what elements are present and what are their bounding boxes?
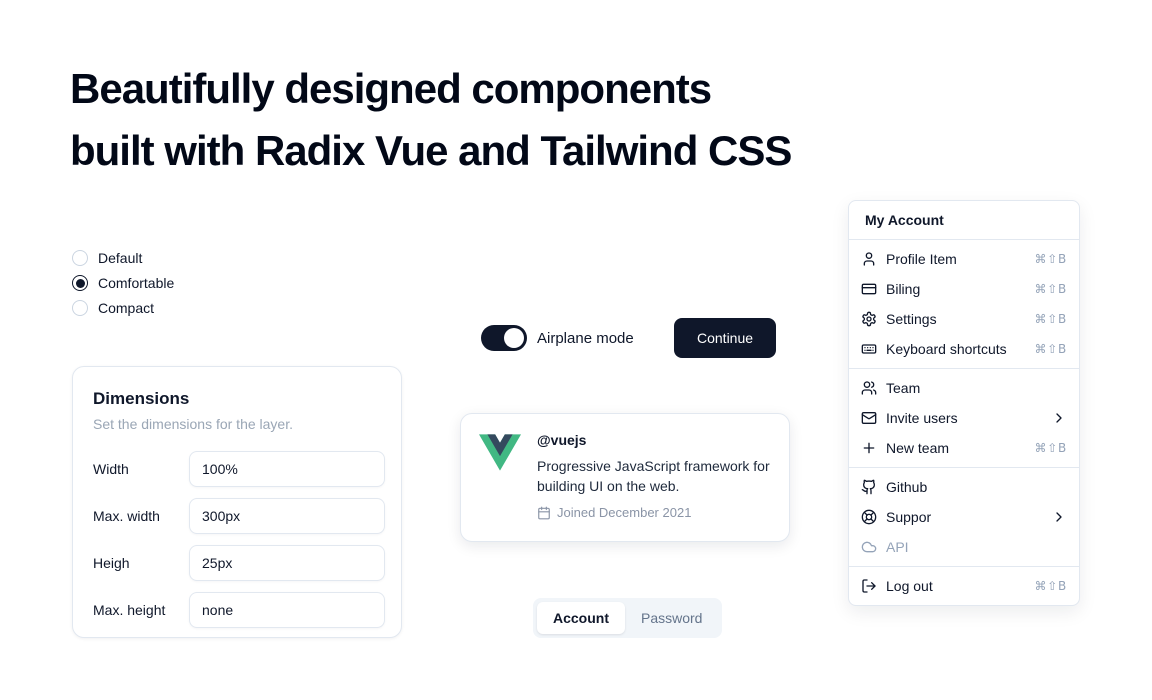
airplane-mode-row: Airplane mode (481, 325, 634, 351)
menu-item-invite-users[interactable]: Invite users (853, 403, 1075, 433)
life-buoy-icon (861, 509, 877, 525)
joined-text: Joined December 2021 (557, 505, 692, 520)
dimensions-subtitle: Set the dimensions for the layer. (93, 416, 293, 432)
shortcut-hint: ⌘⇧B (1034, 282, 1067, 296)
field-row-max-width: Max. width (93, 498, 385, 534)
menu-item-new-team[interactable]: New team ⌘⇧B (853, 433, 1075, 463)
vuejs-hover-card: @vuejs Progressive JavaScript framework … (460, 413, 790, 542)
radio-circle-icon[interactable] (72, 300, 88, 316)
radio-label: Default (98, 250, 143, 266)
menu-item-logout[interactable]: Log out ⌘⇧B (853, 571, 1075, 601)
shortcut-hint: ⌘⇧B (1034, 252, 1067, 266)
menu-item-support[interactable]: Suppor (853, 502, 1075, 532)
account-tabs: Account Password (533, 598, 723, 638)
chevron-right-icon (1056, 413, 1062, 423)
max-height-label: Max. height (93, 602, 166, 618)
credit-card-icon (861, 283, 877, 295)
plus-icon (863, 442, 875, 454)
menu-divider (849, 566, 1079, 567)
tab-password[interactable]: Password (625, 602, 718, 634)
hover-card-body: @vuejs Progressive JavaScript framework … (537, 432, 771, 523)
vue-logo (478, 434, 521, 523)
shortcut-hint: ⌘⇧B (1034, 312, 1067, 326)
user-icon (863, 252, 875, 266)
width-input[interactable] (189, 451, 385, 487)
menu-group-account: Profile Item ⌘⇧B Biling ⌘⇧B Settings ⌘⇧B (849, 240, 1079, 368)
height-label: Heigh (93, 555, 130, 571)
continue-button[interactable]: Continue (674, 318, 777, 358)
menu-group-logout: Log out ⌘⇧B (849, 567, 1079, 605)
menu-item-profile[interactable]: Profile Item ⌘⇧B (853, 244, 1075, 274)
radio-label: Compact (98, 300, 155, 316)
shortcut-hint: ⌘⇧B (1034, 342, 1067, 356)
menu-group-external: Github Suppor API (849, 468, 1079, 566)
dimensions-card: Dimensions Set the dimensions for the la… (72, 366, 402, 638)
page-title-line1: Beautifully designed components (70, 65, 712, 112)
dimensions-title: Dimensions (93, 389, 190, 408)
calendar-icon (538, 506, 550, 519)
my-account-menu: My Account Profile Item ⌘⇧B Biling ⌘⇧B (848, 200, 1080, 606)
radio-option-compact[interactable]: Compact (72, 300, 174, 316)
max-width-input[interactable] (189, 498, 385, 534)
logout-icon (862, 579, 876, 593)
users-icon (861, 381, 877, 395)
gear-icon (862, 311, 876, 327)
menu-item-settings[interactable]: Settings ⌘⇧B (853, 304, 1075, 334)
airplane-mode-label: Airplane mode (537, 329, 634, 347)
max-height-input[interactable] (189, 592, 385, 628)
page-title-line2: built with Radix Vue and Tailwind CSS (70, 127, 792, 174)
radio-circle-icon[interactable] (72, 250, 88, 266)
menu-divider (849, 368, 1079, 369)
menu-group-team: Team Invite users New team ⌘⇧B (849, 369, 1079, 467)
shortcut-hint: ⌘⇧B (1034, 441, 1067, 455)
airplane-mode-switch[interactable] (481, 325, 527, 351)
vuejs-handle: @vuejs (537, 432, 587, 448)
width-label: Width (93, 461, 129, 477)
menu-divider (849, 467, 1079, 468)
menu-item-team[interactable]: Team (853, 373, 1075, 403)
radio-option-comfortable[interactable]: Comfortable (72, 275, 174, 291)
max-width-label: Max. width (93, 508, 160, 524)
menu-header: My Account (865, 212, 944, 228)
menu-item-keyboard-shortcuts[interactable]: Keyboard shortcuts ⌘⇧B (853, 334, 1075, 364)
radio-option-default[interactable]: Default (72, 250, 174, 266)
chevron-right-icon (1056, 512, 1062, 522)
menu-item-github[interactable]: Github (853, 472, 1075, 502)
menu-divider (849, 239, 1079, 240)
field-row-max-height: Max. height (93, 592, 385, 628)
menu-item-billing[interactable]: Biling ⌘⇧B (853, 274, 1075, 304)
field-row-height: Heigh (93, 545, 385, 581)
switch-knob (504, 328, 524, 348)
cloud-icon (861, 541, 877, 553)
vuejs-description: Progressive JavaScript framework for bui… (537, 458, 770, 494)
tab-account[interactable]: Account (537, 602, 625, 634)
github-icon (861, 479, 876, 495)
shortcut-hint: ⌘⇧B (1034, 579, 1067, 593)
page-title: Beautifully designed components built wi… (70, 58, 792, 182)
mail-icon (861, 412, 877, 424)
height-input[interactable] (189, 545, 385, 581)
joined-row: Joined December 2021 (537, 505, 771, 520)
density-radio-group: Default Comfortable Compact (72, 250, 174, 316)
menu-item-api: API (853, 532, 1075, 562)
keyboard-icon (861, 344, 877, 354)
radio-label: Comfortable (98, 275, 175, 291)
radio-circle-selected-icon[interactable] (72, 275, 88, 291)
field-row-width: Width (93, 451, 385, 487)
